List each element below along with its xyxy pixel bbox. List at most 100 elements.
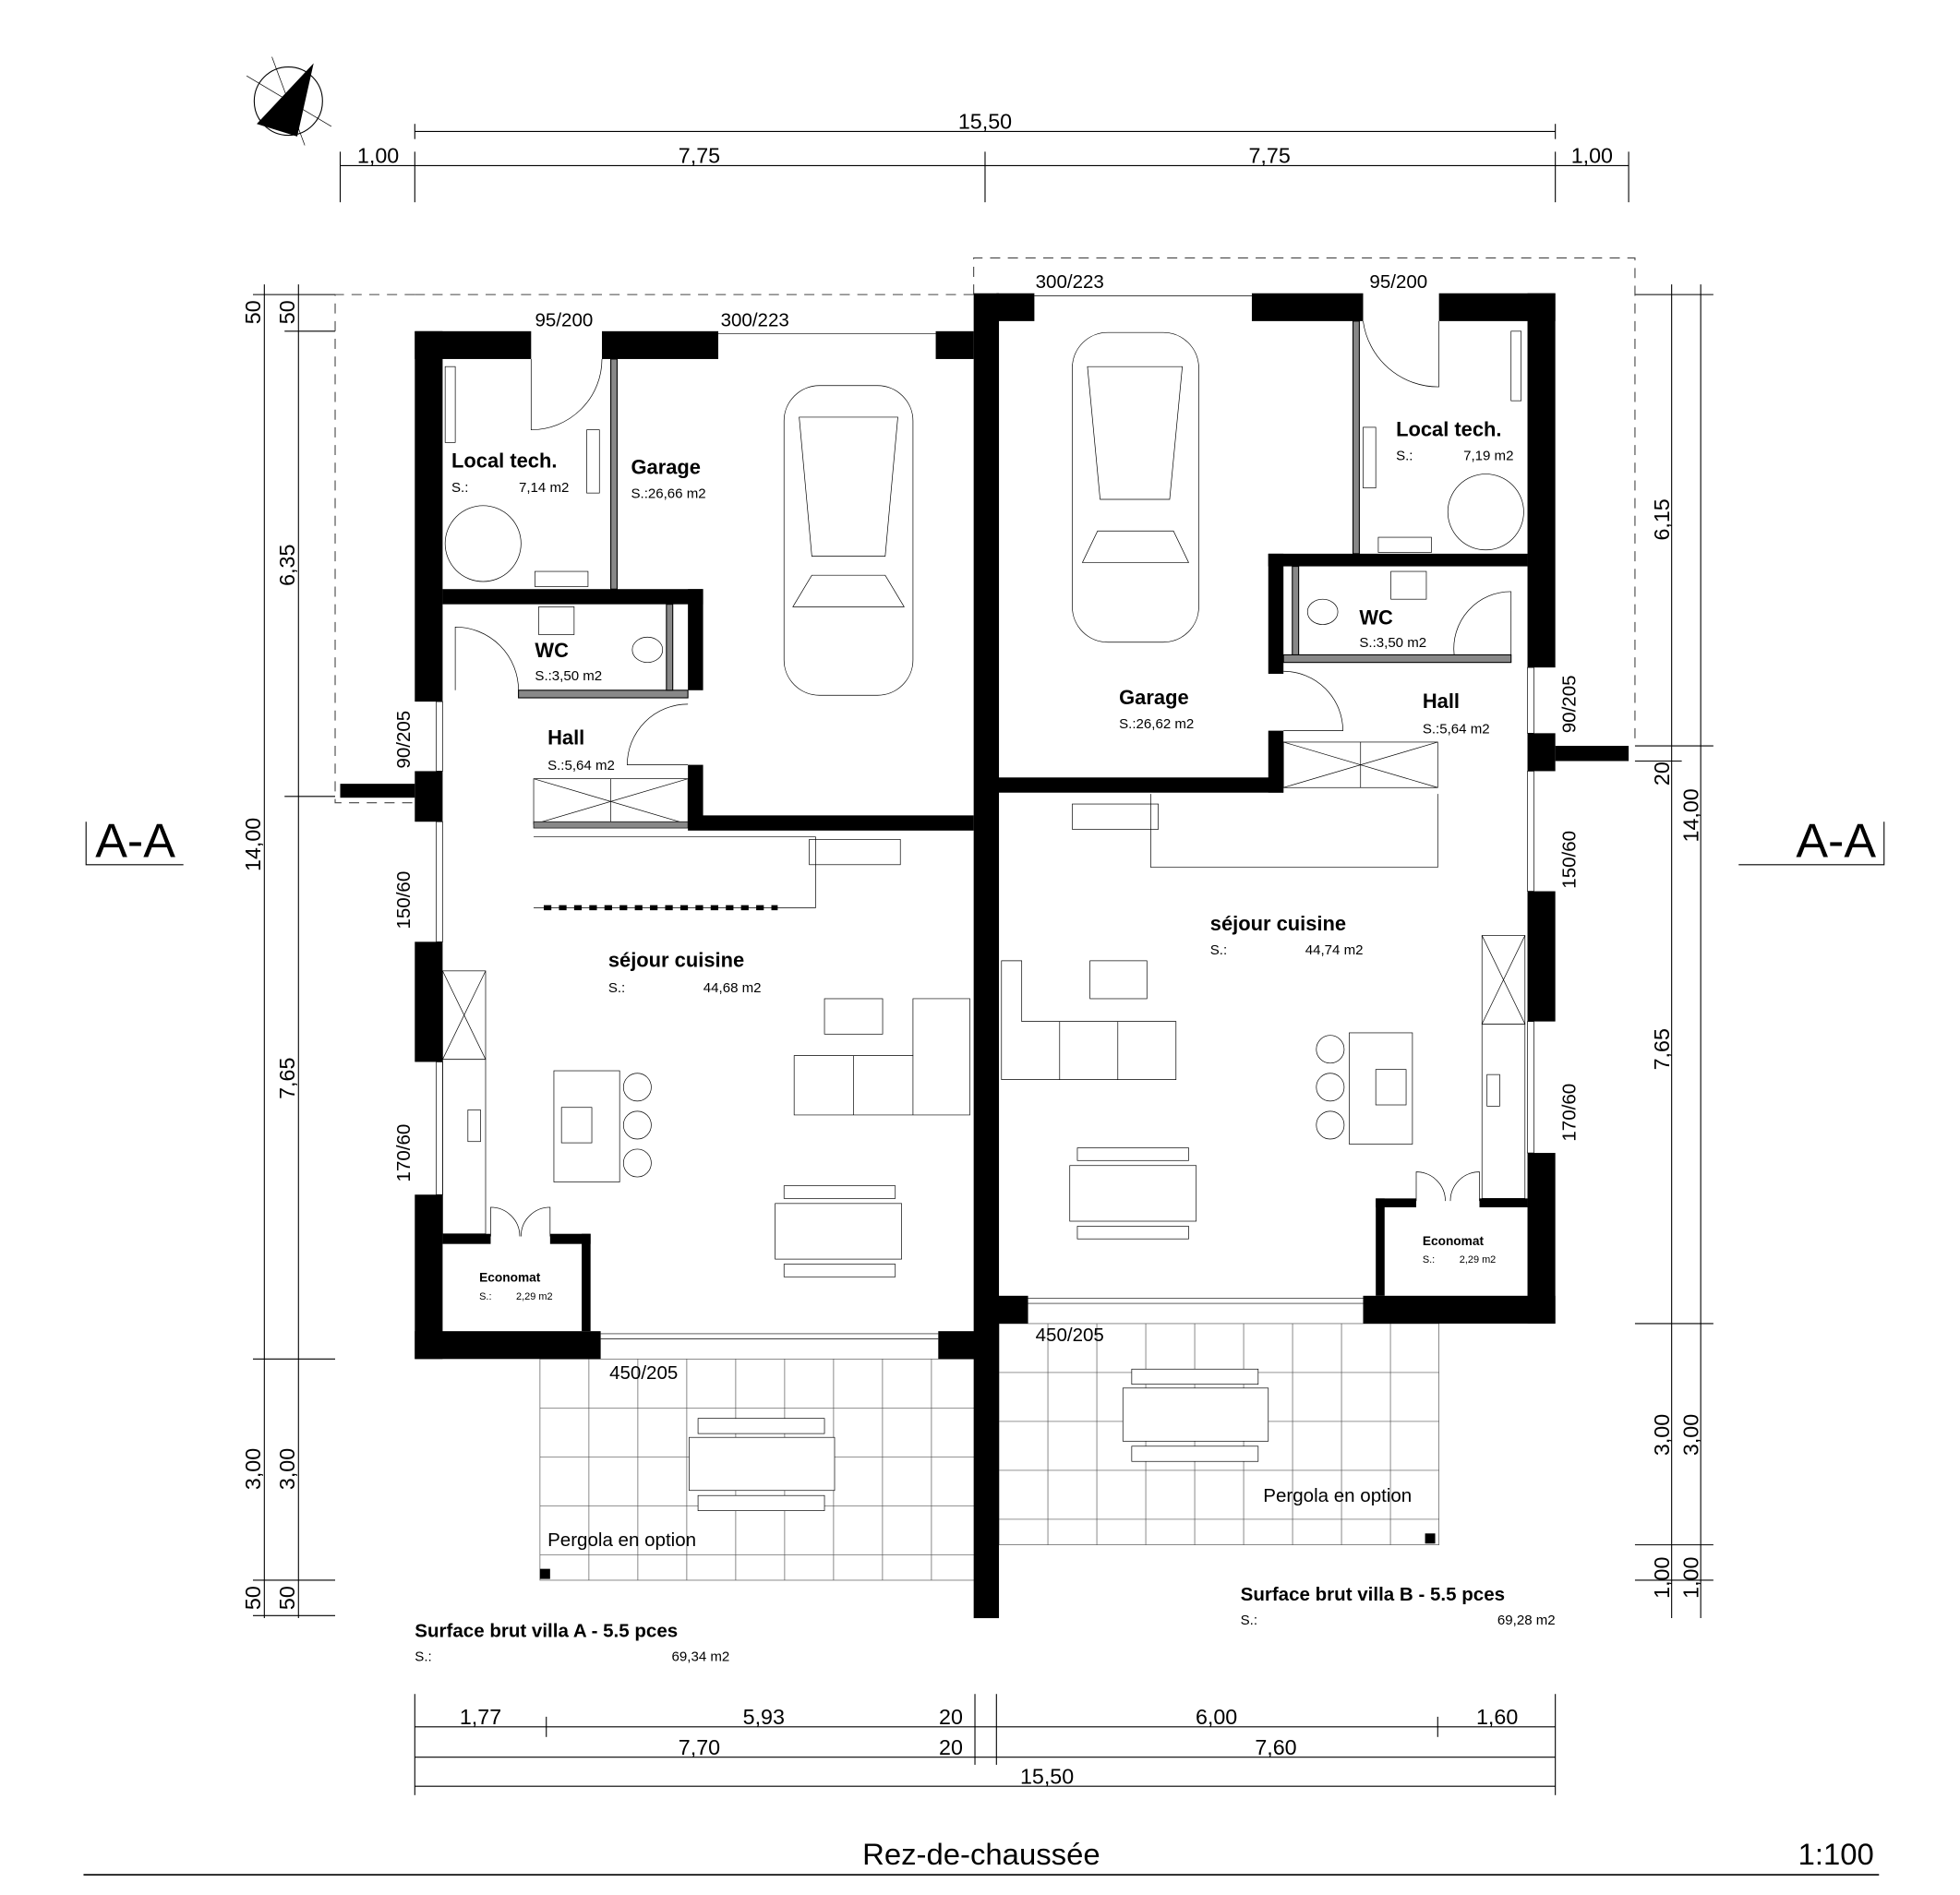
svg-text:1,00: 1,00 [1571,144,1613,168]
svg-text:170/60: 170/60 [1559,1084,1581,1142]
svg-text:69,28 m2: 69,28 m2 [1497,1613,1556,1628]
svg-text:7,19 m2: 7,19 m2 [1463,449,1513,464]
svg-text:20: 20 [939,1705,963,1729]
svg-text:7,14 m2: 7,14 m2 [519,480,569,496]
svg-text:1,77: 1,77 [460,1705,501,1729]
dim-total-width: 15,50 [958,110,1012,134]
roof-outline-a [334,294,415,804]
svg-text:WC: WC [535,639,569,662]
pergola-label-a: Pergola en option [547,1529,696,1551]
svg-text:170/60: 170/60 [393,1124,415,1182]
svg-text:5,93: 5,93 [743,1705,785,1729]
svg-text:1,00: 1,00 [357,144,399,168]
svg-text:S.:5,64 m2: S.:5,64 m2 [1423,721,1490,737]
svg-text:A-A: A-A [95,815,175,869]
svg-text:Hall: Hall [547,726,584,750]
svg-text:7,75: 7,75 [1248,144,1290,168]
svg-text:14,00: 14,00 [241,818,265,871]
surface-title-b: Surface brut villa B - 5.5 pces [1241,1584,1505,1605]
svg-text:1,00: 1,00 [1678,1557,1702,1599]
svg-text:95/200: 95/200 [535,309,594,330]
drawing-title: Rez-de-chaussée [862,1837,1100,1871]
svg-text:S.:: S.: [415,1649,431,1665]
svg-text:Economat: Economat [1423,1234,1485,1248]
svg-text:7,65: 7,65 [1650,1028,1674,1070]
walls-villa-b [996,293,1629,1324]
svg-text:6,00: 6,00 [1196,1705,1237,1729]
svg-text:S.:26,62 m2: S.:26,62 m2 [1119,716,1194,732]
svg-text:50: 50 [241,300,265,324]
svg-text:S.:: S.: [1210,942,1227,958]
dimensions-top: 15,50 1,00 7,75 7,75 1,00 [339,110,1629,203]
svg-text:WC: WC [1359,606,1393,630]
svg-text:150/60: 150/60 [1559,831,1581,889]
svg-text:69,34 m2: 69,34 m2 [672,1649,730,1665]
svg-text:S.:3,50 m2: S.:3,50 m2 [535,668,602,684]
north-arrow-icon [246,56,332,146]
svg-text:150/60: 150/60 [393,871,415,930]
furniture [442,330,1526,1511]
svg-text:Local tech.: Local tech. [451,450,557,473]
svg-text:séjour cuisine: séjour cuisine [1210,912,1346,935]
svg-text:2,29 m2: 2,29 m2 [1460,1254,1497,1265]
svg-text:300/223: 300/223 [721,309,789,330]
party-wall [973,293,1000,1619]
opening-labels: 95/200 300/223 300/223 95/200 450/205 45… [393,271,1581,1384]
svg-text:6,35: 6,35 [275,545,299,586]
svg-text:50: 50 [275,1586,299,1610]
svg-text:90/205: 90/205 [1559,675,1581,733]
surface-title-a: Surface brut villa A - 5.5 pces [415,1621,678,1642]
svg-text:44,74 m2: 44,74 m2 [1305,942,1364,958]
rooms-villa-a: Local tech. S.: 7,14 m2 Garage S.:26,66 … [415,450,761,1665]
svg-text:S.:: S.: [1396,449,1413,464]
svg-text:2,29 m2: 2,29 m2 [516,1291,553,1302]
svg-text:450/205: 450/205 [609,1362,678,1384]
svg-text:S.:: S.: [1423,1254,1435,1265]
svg-text:A-A: A-A [1796,815,1876,869]
svg-text:300/223: 300/223 [1036,271,1104,293]
svg-text:50: 50 [275,300,299,324]
windows-doors [436,295,1534,1339]
svg-text:7,60: 7,60 [1255,1735,1296,1759]
svg-text:50: 50 [241,1586,265,1610]
svg-text:Local tech.: Local tech. [1396,418,1501,441]
walls-villa-a [340,330,977,1360]
svg-text:90/205: 90/205 [393,711,415,769]
svg-text:3,00: 3,00 [1650,1414,1674,1456]
svg-text:14,00: 14,00 [1678,788,1702,842]
svg-text:Garage: Garage [631,456,700,479]
svg-text:S.:26,66 m2: S.:26,66 m2 [631,486,705,502]
svg-text:Economat: Economat [479,1271,541,1285]
svg-text:7,65: 7,65 [275,1058,299,1099]
svg-text:3,00: 3,00 [241,1448,265,1490]
svg-text:44,68 m2: 44,68 m2 [703,980,762,996]
svg-text:S.:: S.: [479,1291,491,1302]
svg-text:Garage: Garage [1119,686,1189,709]
svg-text:7,75: 7,75 [679,144,720,168]
svg-text:1,00: 1,00 [1650,1557,1674,1599]
dimensions-bottom: 1,77 5,93 20 6,00 1,60 7,70 20 7,60 15,5… [414,1694,1557,1795]
svg-text:20: 20 [1650,762,1674,786]
roof-outline-b [973,257,1636,747]
drawing-scale: 1:100 [1798,1837,1874,1871]
svg-text:6,15: 6,15 [1650,498,1674,540]
pergola-label-b: Pergola en option [1263,1485,1412,1506]
svg-text:S.:: S.: [1241,1613,1257,1628]
svg-text:S.:: S.: [608,980,625,996]
svg-text:3,00: 3,00 [275,1448,299,1490]
section-marker-right: A-A [1738,815,1885,869]
svg-text:S.:: S.: [451,480,468,496]
svg-text:S.:5,64 m2: S.:5,64 m2 [547,758,615,774]
svg-text:1,60: 1,60 [1476,1705,1518,1729]
svg-text:15,50: 15,50 [1020,1764,1074,1788]
svg-text:séjour cuisine: séjour cuisine [608,949,744,972]
svg-text:7,70: 7,70 [679,1735,720,1759]
svg-text:450/205: 450/205 [1036,1325,1104,1346]
dimensions-right: 6,15 20 14,00 7,65 3,00 3,00 1,00 1,00 [1634,284,1713,1619]
svg-text:20: 20 [939,1735,963,1759]
svg-text:3,00: 3,00 [1678,1414,1702,1456]
svg-text:Hall: Hall [1423,690,1460,713]
rooms-villa-b: Local tech. S.: 7,19 m2 Garage S.:26,62 … [1119,418,1556,1628]
section-marker-left: A-A [85,815,184,869]
